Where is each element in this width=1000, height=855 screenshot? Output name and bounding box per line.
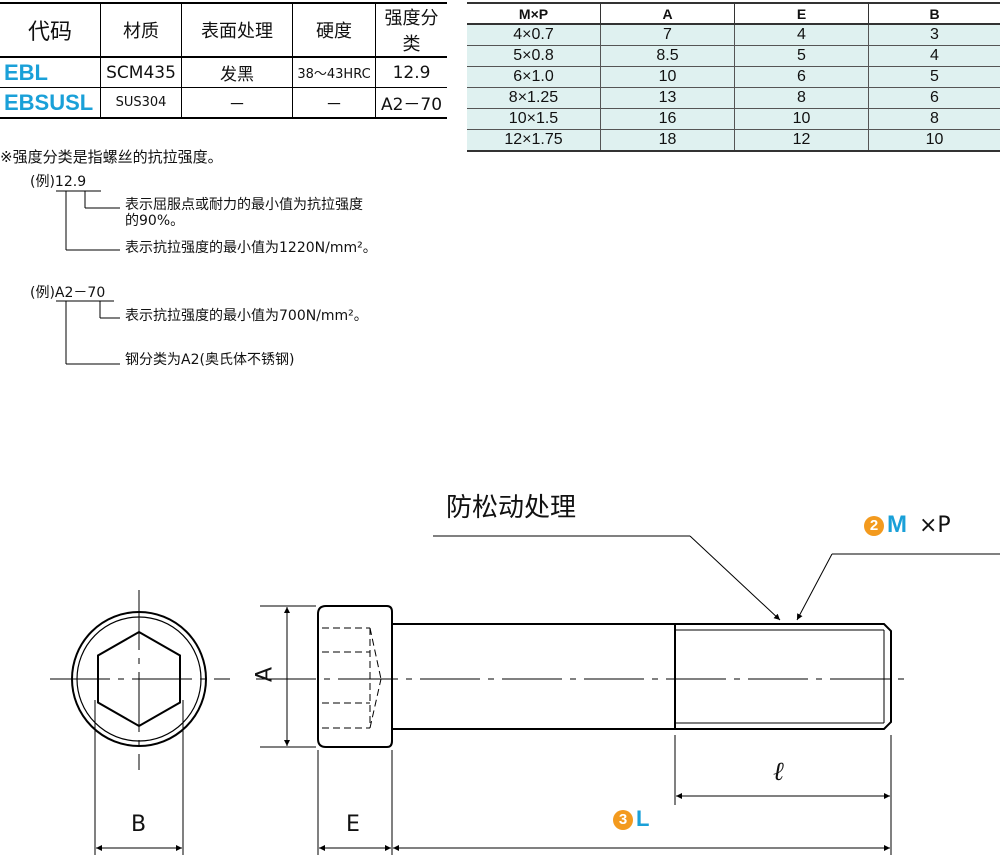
spec-header-strength: 强度分类 bbox=[375, 2, 447, 58]
size-header-mxp: M×P bbox=[467, 2, 601, 25]
size-cell: 8 bbox=[734, 87, 869, 109]
size-cell: 6×1.0 bbox=[467, 66, 601, 88]
size-cell: 16 bbox=[600, 108, 735, 130]
spec-table: 代码 材质 表面处理 硬度 强度分类 EBL SCM435 发黑 38～43HR… bbox=[0, 2, 447, 119]
size-cell: 7 bbox=[600, 23, 735, 46]
size-cell: 10 bbox=[600, 66, 735, 88]
dim-l-thread-label: ℓ bbox=[773, 757, 784, 787]
dim-a-label: A bbox=[252, 666, 278, 683]
spec-material: SUS304 bbox=[100, 87, 182, 119]
size-header-row: M×P A E B bbox=[467, 2, 1000, 25]
m-suffix: ×P bbox=[919, 513, 951, 538]
size-cell: 6 bbox=[868, 87, 1000, 109]
table-row: 6×1.0 10 6 5 bbox=[467, 66, 1000, 88]
size-cell: 8.5 bbox=[600, 45, 735, 67]
spec-header-material: 材质 bbox=[100, 2, 182, 58]
example1-text-a: 表示屈服点或耐力的最小值为抗拉强度 bbox=[125, 197, 363, 213]
note-leaders bbox=[56, 190, 120, 365]
size-header-b: B bbox=[868, 2, 1000, 25]
spec-header-surface: 表面处理 bbox=[181, 2, 293, 58]
spec-code: EBSUSL bbox=[0, 87, 101, 119]
spec-strength: 12.9 bbox=[375, 56, 447, 88]
spec-strength: A2－70 bbox=[375, 87, 447, 119]
size-cell: 12 bbox=[734, 129, 869, 152]
size-cell: 8 bbox=[868, 108, 1000, 130]
spec-row: EBL SCM435 发黑 38～43HRC 12.9 bbox=[0, 56, 447, 88]
example2-label: (例)A2－70 bbox=[30, 285, 106, 301]
size-cell: 5 bbox=[868, 66, 1000, 88]
example1-text-c: 表示抗拉强度的最小值为1220N/mm²。 bbox=[125, 240, 377, 256]
spec-code: EBL bbox=[0, 56, 101, 88]
size-cell: 12×1.75 bbox=[467, 129, 601, 152]
table-row: 8×1.25 13 8 6 bbox=[467, 87, 1000, 109]
size-cell: 4×0.7 bbox=[467, 23, 601, 46]
step-2-badge: 2 bbox=[864, 516, 884, 536]
size-cell: 10 bbox=[734, 108, 869, 130]
table-row: 4×0.7 7 4 3 bbox=[467, 23, 1000, 46]
size-header-a: A bbox=[600, 2, 735, 25]
size-cell: 4 bbox=[868, 45, 1000, 67]
spec-header-hardness: 硬度 bbox=[292, 2, 376, 58]
size-cell: 10 bbox=[868, 129, 1000, 152]
size-table: M×P A E B 4×0.7 7 4 3 5×0.8 8.5 5 4 6×1.… bbox=[467, 2, 1000, 152]
size-cell: 4 bbox=[734, 23, 869, 46]
table-row: 10×1.5 16 10 8 bbox=[467, 108, 1000, 130]
table-row: 5×0.8 8.5 5 4 bbox=[467, 45, 1000, 67]
spec-surface: － bbox=[181, 87, 293, 119]
spec-row: EBSUSL SUS304 － － A2－70 bbox=[0, 87, 447, 119]
strength-note: ※强度分类是指螺丝的抗拉强度。 bbox=[0, 148, 223, 166]
size-cell: 18 bbox=[600, 129, 735, 152]
l-label: L bbox=[636, 806, 650, 831]
example2-text-b: 钢分类为A2(奥氏体不锈钢) bbox=[125, 352, 295, 368]
dim-b-label: B bbox=[131, 812, 147, 837]
size-cell: 10×1.5 bbox=[467, 108, 601, 130]
size-header-e: E bbox=[734, 2, 869, 25]
example1-label: (例)12.9 bbox=[30, 174, 87, 190]
size-cell: 6 bbox=[734, 66, 869, 88]
example2-text-a: 表示抗拉强度的最小值为700N/mm²。 bbox=[125, 308, 368, 324]
spec-hardness: 38～43HRC bbox=[292, 56, 376, 88]
anti-loose-label: 防松动处理 bbox=[446, 493, 577, 523]
size-cell: 8×1.25 bbox=[467, 87, 601, 109]
size-cell: 3 bbox=[868, 23, 1000, 46]
size-cell: 5 bbox=[734, 45, 869, 67]
spec-hardness: － bbox=[292, 87, 376, 119]
spec-header-code: 代码 bbox=[0, 2, 101, 58]
size-cell: 13 bbox=[600, 87, 735, 109]
spec-surface: 发黑 bbox=[181, 56, 293, 88]
spec-header-row: 代码 材质 表面处理 硬度 强度分类 bbox=[0, 2, 447, 58]
table-row: 12×1.75 18 12 10 bbox=[467, 129, 1000, 152]
spec-material: SCM435 bbox=[100, 56, 182, 88]
step-3-badge: 3 bbox=[613, 810, 633, 830]
m-label: M bbox=[887, 511, 907, 538]
example1-text-b: 的90%。 bbox=[125, 213, 185, 229]
dim-e-label: E bbox=[346, 812, 360, 837]
size-cell: 5×0.8 bbox=[467, 45, 601, 67]
